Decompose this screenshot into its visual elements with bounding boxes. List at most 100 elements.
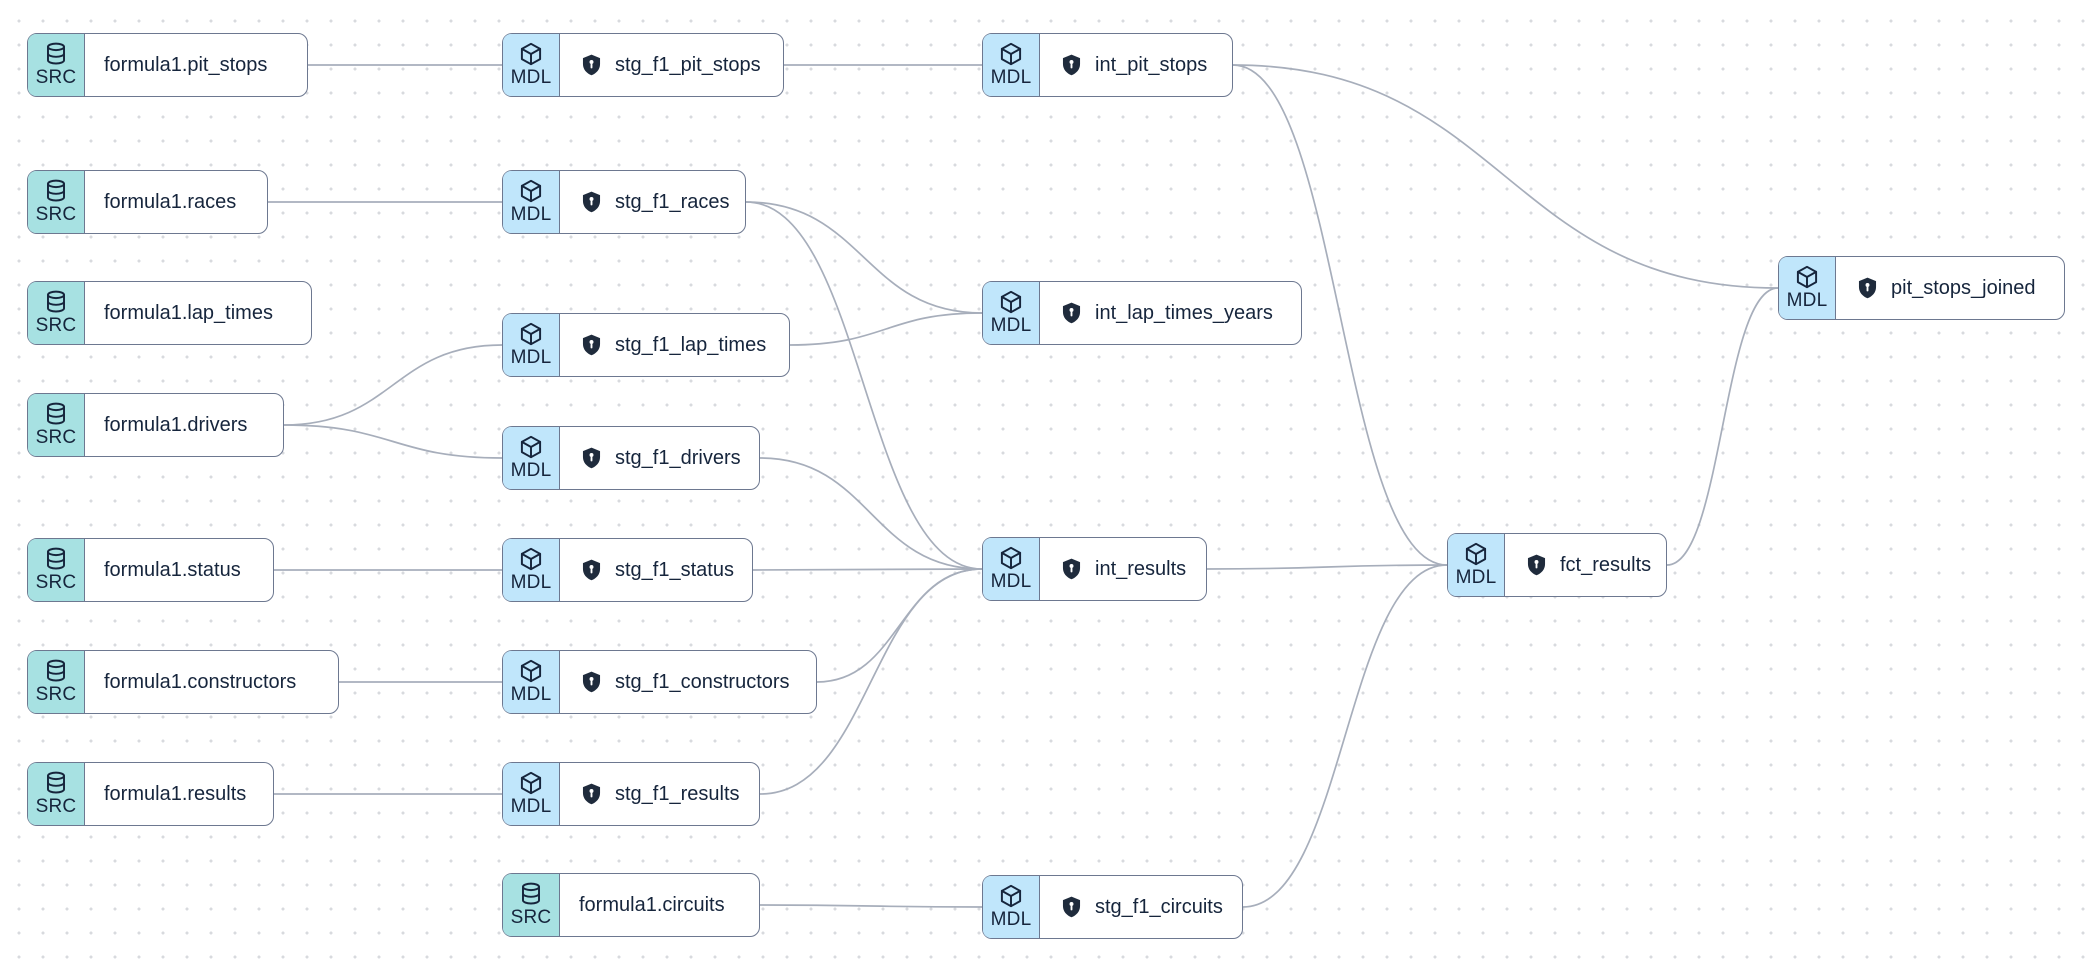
- node-label: formula1.drivers: [104, 413, 248, 436]
- node-type-badge-label: SRC: [35, 67, 77, 88]
- node-type-badge-label: SRC: [35, 572, 77, 593]
- node-type-badge-label: MDL: [990, 67, 1032, 88]
- lineage-node-stg_f1_lap_times[interactable]: MDL stg_f1_lap_times: [502, 313, 790, 377]
- node-body: stg_f1_lap_times: [560, 314, 789, 376]
- edge-formula1.drivers-to-stg_f1_drivers: [283, 424, 503, 459]
- edge-stg_f1_status-to-int_results: [752, 568, 983, 571]
- cube-icon: [520, 659, 542, 683]
- node-type-badge-label: SRC: [35, 204, 77, 225]
- node-label: formula1.status: [104, 558, 241, 581]
- node-label: stg_f1_circuits: [1095, 895, 1223, 918]
- node-label: int_lap_times_years: [1095, 301, 1273, 324]
- node-label: int_pit_stops: [1095, 53, 1208, 76]
- node-body: stg_f1_pit_stops: [560, 34, 783, 96]
- node-type-badge-label: SRC: [35, 684, 77, 705]
- model-type-badge: MDL: [503, 427, 560, 489]
- lineage-node-fct_results[interactable]: MDL fct_results: [1447, 533, 1667, 597]
- node-label: fct_results: [1560, 553, 1652, 576]
- node-body: stg_f1_circuits: [1040, 876, 1242, 938]
- source-type-badge: SRC: [28, 651, 85, 713]
- node-type-badge-label: MDL: [990, 571, 1032, 592]
- lineage-node-formula1.lap_times[interactable]: SRC formula1.lap_times: [27, 281, 312, 345]
- shield-icon: [582, 447, 601, 468]
- cube-icon: [520, 435, 542, 459]
- shield-icon: [582, 783, 601, 804]
- node-label: int_results: [1095, 557, 1187, 580]
- cube-icon: [520, 771, 542, 795]
- cube-icon: [1000, 42, 1022, 66]
- edge-int_pit_stops-to-pit_stops_joined: [1232, 64, 1779, 289]
- shield-icon: [1527, 554, 1546, 575]
- node-label: stg_f1_pit_stops: [615, 53, 761, 76]
- shield-icon: [1858, 277, 1877, 298]
- node-type-badge-label: MDL: [1455, 567, 1497, 588]
- source-type-badge: SRC: [28, 171, 85, 233]
- node-type-badge-label: MDL: [510, 796, 552, 817]
- node-type-badge-label: MDL: [510, 684, 552, 705]
- lineage-node-stg_f1_pit_stops[interactable]: MDL stg_f1_pit_stops: [502, 33, 784, 97]
- model-type-badge: MDL: [983, 282, 1040, 344]
- node-type-badge-label: SRC: [510, 907, 552, 928]
- edge-int_results-to-fct_results: [1206, 564, 1448, 570]
- node-body: stg_f1_results: [560, 763, 759, 825]
- database-icon: [47, 402, 65, 425]
- lineage-node-formula1.drivers[interactable]: SRC formula1.drivers: [27, 393, 284, 457]
- model-type-badge: MDL: [1448, 534, 1505, 596]
- node-type-badge-label: MDL: [990, 315, 1032, 336]
- node-body: formula1.status: [85, 539, 273, 601]
- shield-icon: [1062, 302, 1081, 323]
- node-label: formula1.circuits: [579, 893, 725, 916]
- node-body: formula1.constructors: [85, 651, 338, 713]
- lineage-node-int_lap_times_years[interactable]: MDL int_lap_times_years: [982, 281, 1302, 345]
- lineage-node-int_pit_stops[interactable]: MDL int_pit_stops: [982, 33, 1233, 97]
- cube-icon: [520, 42, 542, 66]
- node-body: stg_f1_constructors: [560, 651, 816, 713]
- node-body: formula1.drivers: [85, 394, 283, 456]
- lineage-node-formula1.circuits[interactable]: SRC formula1.circuits: [502, 873, 760, 937]
- edge-stg_f1_results-to-int_results: [759, 568, 983, 795]
- database-icon: [47, 179, 65, 202]
- source-type-badge: SRC: [28, 282, 85, 344]
- lineage-node-formula1.races[interactable]: SRC formula1.races: [27, 170, 268, 234]
- node-body: formula1.circuits: [560, 874, 759, 936]
- node-type-badge-label: MDL: [990, 909, 1032, 930]
- lineage-node-stg_f1_results[interactable]: MDL stg_f1_results: [502, 762, 760, 826]
- node-label: stg_f1_lap_times: [615, 333, 767, 356]
- cube-icon: [520, 547, 542, 571]
- node-label: stg_f1_results: [615, 782, 740, 805]
- node-type-badge-label: MDL: [510, 67, 552, 88]
- model-type-badge: MDL: [1779, 257, 1836, 319]
- node-type-badge-label: MDL: [510, 460, 552, 481]
- node-type-badge-label: MDL: [510, 347, 552, 368]
- source-type-badge: SRC: [28, 394, 85, 456]
- database-icon: [47, 42, 65, 65]
- node-body: formula1.lap_times: [85, 282, 311, 344]
- node-body: formula1.races: [85, 171, 267, 233]
- lineage-node-formula1.results[interactable]: SRC formula1.results: [27, 762, 274, 826]
- edge-stg_f1_constructors-to-int_results: [816, 568, 983, 683]
- shield-icon: [582, 334, 601, 355]
- node-label: stg_f1_constructors: [615, 670, 790, 693]
- source-type-badge: SRC: [28, 763, 85, 825]
- lineage-node-stg_f1_constructors[interactable]: MDL stg_f1_constructors: [502, 650, 817, 714]
- node-body: int_results: [1040, 538, 1206, 600]
- cube-icon: [1000, 546, 1022, 570]
- shield-icon: [582, 671, 601, 692]
- node-type-badge-label: SRC: [35, 315, 77, 336]
- database-icon: [47, 659, 65, 682]
- model-type-badge: MDL: [503, 539, 560, 601]
- lineage-node-formula1.status[interactable]: SRC formula1.status: [27, 538, 274, 602]
- node-label: formula1.results: [104, 782, 247, 805]
- source-type-badge: SRC: [28, 539, 85, 601]
- model-type-badge: MDL: [983, 34, 1040, 96]
- lineage-node-int_results[interactable]: MDL int_results: [982, 537, 1207, 601]
- lineage-node-formula1.constructors[interactable]: SRC formula1.constructors: [27, 650, 339, 714]
- lineage-node-stg_f1_circuits[interactable]: MDL stg_f1_circuits: [982, 875, 1243, 939]
